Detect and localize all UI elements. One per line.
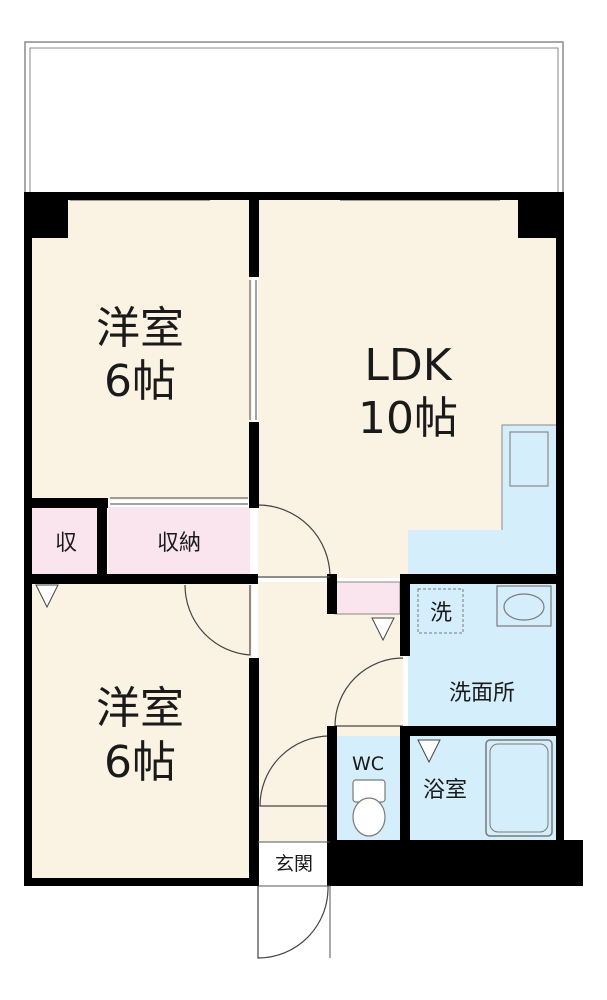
western-room-top-floor <box>30 198 252 500</box>
washroom-floor <box>408 582 558 728</box>
western-room-bottom-floor <box>30 582 252 882</box>
room-name-washroom: 洗面所 <box>449 681 515 706</box>
kitchen-counter-bottom <box>408 530 558 577</box>
door-swings <box>184 504 404 959</box>
room-name-toilet: WC <box>352 753 384 775</box>
entrance-floor <box>258 842 330 882</box>
washer-spot <box>417 588 464 634</box>
balcony <box>24 41 564 199</box>
thin-lines <box>258 576 331 958</box>
hall-shelf <box>334 581 401 615</box>
room-size-western-bottom: 6帖 <box>104 737 176 788</box>
triangle-markers <box>35 584 441 764</box>
room-size-ldk: 10帖 <box>358 393 458 444</box>
room-name-closet-storage: 収納 <box>157 531 201 556</box>
room-name-ldk: LDK <box>364 340 452 391</box>
room-name-closet-small: 収 <box>55 531 77 556</box>
room-name-bath: 浴室 <box>423 778 467 803</box>
bathtub <box>485 739 553 837</box>
toilet-icon <box>352 779 386 837</box>
closet-small-floor <box>30 507 100 575</box>
room-name-western-top: 洋室 <box>96 303 184 354</box>
sink-basin <box>509 431 549 487</box>
room-name-entrance: 玄関 <box>275 853 313 875</box>
room-name-western-bottom: 洋室 <box>96 683 184 734</box>
room-size-western-top: 6帖 <box>104 356 176 407</box>
washbasin-icon <box>496 585 552 627</box>
room-name-washer: 洗 <box>430 601 452 626</box>
closet-storage-floor <box>108 507 250 575</box>
walls <box>24 192 583 886</box>
